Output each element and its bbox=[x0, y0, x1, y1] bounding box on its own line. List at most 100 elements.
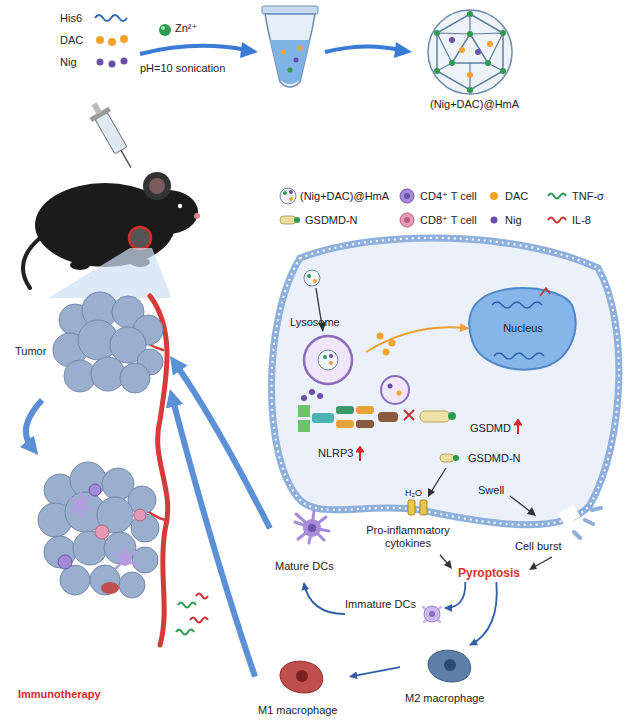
legend-label: CD8⁺ T cell bbox=[420, 214, 477, 227]
gsdmd-n-fragment bbox=[440, 454, 459, 462]
mouse bbox=[129, 227, 151, 249]
zinc-ion bbox=[161, 26, 165, 30]
lysosome-vesicle bbox=[304, 336, 352, 384]
reaction-tube bbox=[288, 68, 293, 73]
lysosome-vesicle bbox=[304, 336, 409, 404]
flow-arrow bbox=[176, 364, 270, 528]
text-label: GSDMD-N bbox=[468, 452, 521, 465]
endocytosis bbox=[313, 279, 317, 283]
increase-arrows bbox=[356, 446, 364, 452]
nig-sample bbox=[97, 58, 128, 68]
swell-arrow bbox=[510, 496, 536, 516]
nanoparticle bbox=[467, 11, 473, 17]
nucleus-shape bbox=[494, 353, 544, 359]
nanoparticle bbox=[434, 30, 440, 36]
legend-label: (Nig+DAC)@HmA bbox=[300, 190, 389, 203]
legend-label: CD4⁺ T cell bbox=[420, 190, 477, 203]
m1-macrophage-node: M1 macrophage bbox=[255, 658, 350, 720]
text-label: DAC bbox=[60, 34, 83, 47]
treated-tumor bbox=[119, 572, 145, 598]
legend-entry: IL-8 bbox=[572, 214, 591, 227]
mouse bbox=[138, 190, 198, 234]
membrane-pore bbox=[420, 500, 427, 515]
label-holder: Swell bbox=[478, 484, 504, 497]
node-label: M2 macrophage bbox=[405, 692, 485, 705]
infiltrating-cells bbox=[74, 499, 86, 511]
m1-macrophage bbox=[280, 661, 323, 693]
reaction-tube bbox=[298, 46, 303, 51]
nanoparticle bbox=[467, 31, 473, 37]
mature-dc-node: Mature DCs bbox=[270, 505, 355, 583]
text-label: Zn²⁺ bbox=[175, 22, 197, 35]
tumor-cell bbox=[558, 504, 581, 525]
treated-tumor bbox=[38, 462, 159, 598]
flow-arrow bbox=[26, 400, 42, 447]
nanoparticle bbox=[437, 14, 503, 90]
immature-dc bbox=[429, 611, 435, 617]
text-label: H₂O bbox=[405, 488, 422, 499]
nlrp3-inflammasome bbox=[448, 412, 456, 420]
synthesis-arrow bbox=[140, 42, 258, 58]
his6-sample bbox=[95, 15, 127, 21]
legend-entry: CD8⁺ T cell bbox=[420, 214, 477, 227]
nlrp3-inflammasome bbox=[404, 410, 414, 420]
m2-macrophage bbox=[428, 650, 471, 682]
legend-label: GSDMD-N bbox=[305, 214, 358, 227]
nanoparticle bbox=[434, 68, 440, 74]
tumor-cell bbox=[272, 238, 619, 538]
immature-dc bbox=[423, 607, 441, 622]
m1-macrophage bbox=[280, 661, 323, 693]
legend-entry: CD4⁺ T cell bbox=[420, 190, 477, 203]
label-holder: Pro-inflammatory cytokines bbox=[358, 524, 458, 550]
label-holder: DAC bbox=[60, 34, 83, 47]
flow-arrow bbox=[304, 583, 345, 614]
nucleus-shape bbox=[469, 288, 575, 370]
reaction-tube bbox=[262, 6, 318, 87]
synthesis-arrow bbox=[240, 42, 258, 58]
nanoparticle bbox=[467, 72, 473, 78]
treated-tumor bbox=[90, 565, 120, 595]
nig-release bbox=[317, 393, 323, 399]
flow-arrow bbox=[445, 582, 465, 608]
legend-samples bbox=[289, 190, 293, 194]
nanoparticle bbox=[449, 60, 455, 66]
nig-release bbox=[301, 389, 323, 401]
treated-tumor bbox=[132, 547, 158, 573]
swell-arrow bbox=[527, 507, 536, 516]
infiltrating-cells bbox=[95, 525, 109, 539]
tumor-cell bbox=[272, 238, 619, 525]
legend-samples bbox=[548, 194, 566, 199]
label-holder: Cell burst bbox=[515, 540, 561, 553]
legend-samples bbox=[404, 217, 410, 223]
legend-samples bbox=[491, 217, 498, 224]
legend-samples bbox=[294, 217, 300, 223]
mouse bbox=[149, 178, 165, 194]
flow-arrow bbox=[470, 582, 497, 645]
nlrp3-inflammasome bbox=[336, 420, 354, 428]
node-label: Mature DCs bbox=[275, 560, 334, 573]
legend-samples bbox=[400, 189, 414, 203]
syringe bbox=[95, 112, 127, 154]
node-label: M1 macrophage bbox=[258, 704, 338, 717]
nlrp3-inflammasome bbox=[298, 405, 310, 417]
nanoparticle bbox=[428, 10, 512, 94]
zinc-ion bbox=[159, 24, 171, 36]
lysosome-vesicle bbox=[388, 384, 393, 389]
nlrp3-inflammasome bbox=[378, 412, 398, 422]
immature-dc bbox=[423, 606, 441, 622]
zoom-cone bbox=[48, 248, 172, 298]
text-label: Swell bbox=[478, 484, 504, 497]
infiltrating-cells bbox=[70, 493, 136, 568]
mature-dc bbox=[295, 511, 329, 543]
nlrp3-inflammasome bbox=[420, 411, 450, 422]
nucleus-node: Nucleus bbox=[468, 285, 578, 372]
legend-entry: Nig bbox=[505, 214, 522, 227]
reaction-tube bbox=[281, 50, 286, 55]
infiltrating-cells bbox=[134, 509, 146, 521]
text-label: Nig bbox=[60, 56, 77, 69]
nlrp3-inflammasome bbox=[298, 420, 310, 432]
legend-entry: TNF-σ bbox=[572, 190, 604, 203]
